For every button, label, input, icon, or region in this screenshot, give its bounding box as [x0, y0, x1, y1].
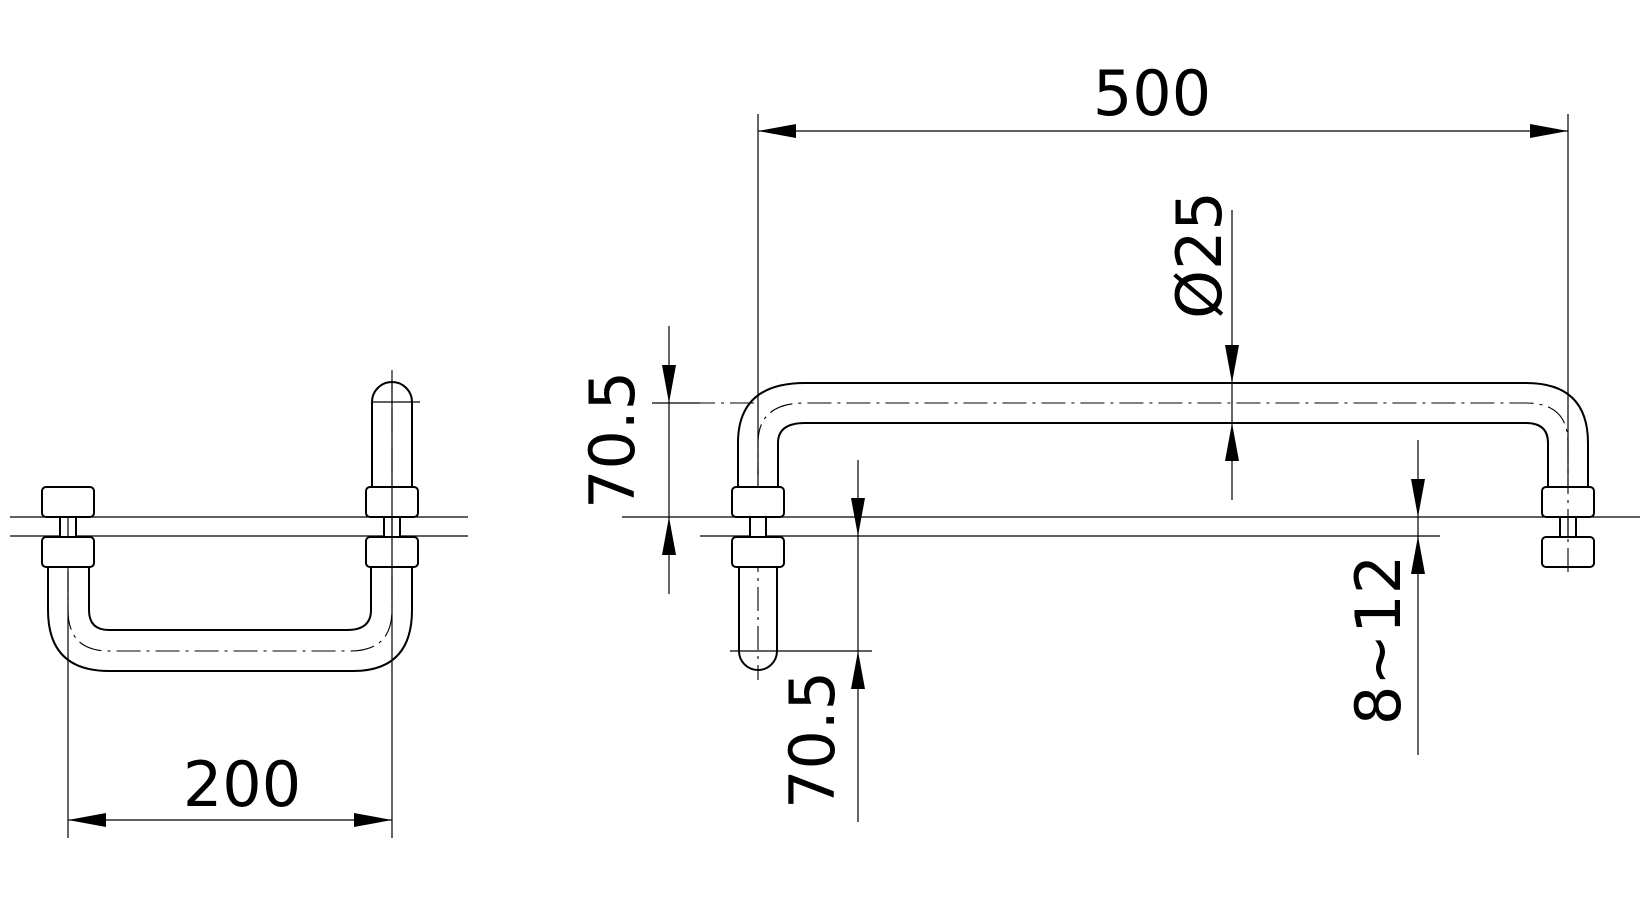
front-view: 500 Ø25 70.5 70.5 8~12 — [576, 57, 1640, 822]
length-arrow-left — [758, 124, 796, 138]
height-top-dimension-label: 70.5 — [576, 371, 649, 509]
side-bar-centerline — [67, 567, 393, 652]
height-bottom-arrow-lower — [851, 651, 865, 689]
height-bottom-arrow-upper — [851, 498, 865, 536]
length-arrow-right — [1530, 124, 1568, 138]
front-left-mount-block-top — [731, 486, 785, 518]
front-bar-inner — [777, 422, 1549, 487]
side-view: 200 — [10, 370, 468, 838]
height-top-arrow-upper — [662, 365, 676, 403]
side-left-mount-block — [41, 536, 95, 568]
diameter-dimension-label: Ø25 — [1163, 191, 1236, 319]
height-top-arrow-lower — [662, 517, 676, 555]
front-left-mount-block-bottom — [731, 536, 785, 568]
width-dimension-label: 200 — [183, 748, 301, 821]
length-dimension-label: 500 — [1093, 57, 1211, 130]
front-bar-outer — [737, 382, 1589, 487]
diameter-arrow-top — [1225, 345, 1239, 383]
gap-arrow-upper — [1411, 479, 1425, 517]
diameter-arrow-bottom — [1225, 423, 1239, 461]
side-left-screw-head — [41, 486, 95, 518]
front-bar-centerline — [757, 402, 1569, 487]
width-arrow-left — [68, 813, 106, 827]
height-bottom-dimension-label: 70.5 — [776, 671, 849, 809]
side-bar-inner — [88, 567, 372, 631]
gap-dimension-label: 8~12 — [1342, 555, 1415, 725]
front-left-bolt — [749, 516, 767, 538]
side-bar-outer — [47, 567, 413, 672]
width-arrow-right — [354, 813, 392, 827]
gap-arrow-lower — [1411, 536, 1425, 574]
